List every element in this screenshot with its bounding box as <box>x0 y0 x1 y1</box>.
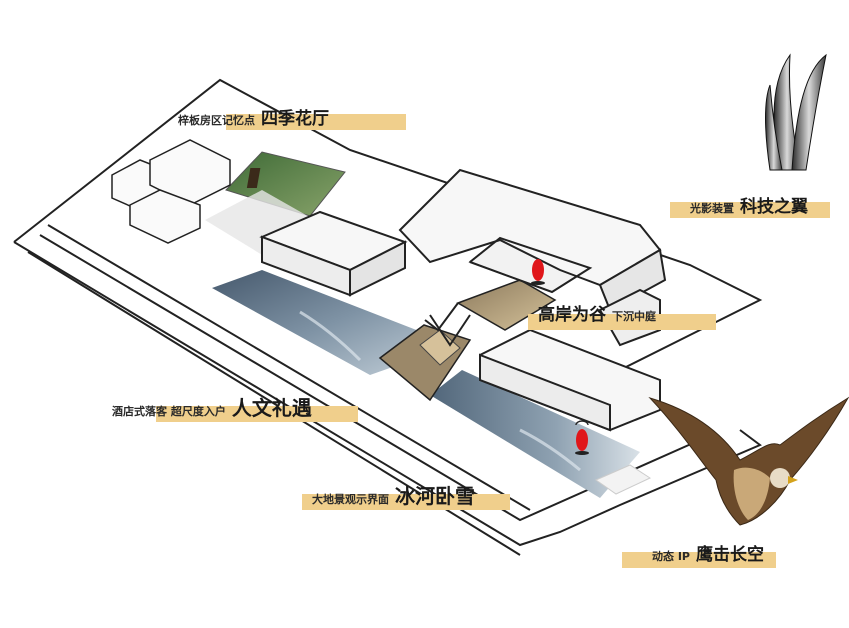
callout-sub-label: 酒店式落客 超尺度入户 <box>112 405 226 418</box>
callout-main-label: 科技之翼 <box>740 197 808 217</box>
callout-main-label: 冰河卧雪 <box>395 484 475 508</box>
callout-main-label: 四季花厅 <box>261 109 329 129</box>
callout-sunken-court: 高岸为谷 下沉中庭 <box>528 300 716 330</box>
callout-sub-label: 梓板房区记忆点 <box>178 114 255 127</box>
callout-sub-label: 动态 IP <box>652 550 690 563</box>
callout-main-label: 鹰击长空 <box>695 545 764 565</box>
main-building <box>259 168 667 432</box>
callout-tech-wings: 光影装置 科技之翼 <box>670 192 830 218</box>
south-pavilion <box>594 464 652 495</box>
location-marker-river <box>575 420 589 455</box>
callout-humanity: 酒店式落客 超尺度入户 人文礼遇 <box>112 392 358 422</box>
courtyard-outline <box>424 236 593 347</box>
callout-sub-label: 下沉中庭 <box>612 310 656 323</box>
callout-four-seasons: 梓板房区记忆点 四季花厅 <box>178 104 406 130</box>
callout-main-label: 人文礼遇 <box>231 396 312 420</box>
callout-eagle: 动态 IP 鹰击长空 <box>622 540 776 568</box>
callout-sub-label: 大地景观示界面 <box>312 493 389 506</box>
callout-sub-label: 光影装置 <box>690 202 734 215</box>
callout-ice-river: 大地景观示界面 冰河卧雪 <box>302 480 510 510</box>
tech-wings-sculpture <box>765 53 827 171</box>
callout-main-label: 高岸为谷 <box>538 305 606 325</box>
location-marker-courtyard <box>531 259 545 285</box>
eagle-illustration <box>648 396 849 526</box>
west-building-cluster <box>111 139 231 244</box>
